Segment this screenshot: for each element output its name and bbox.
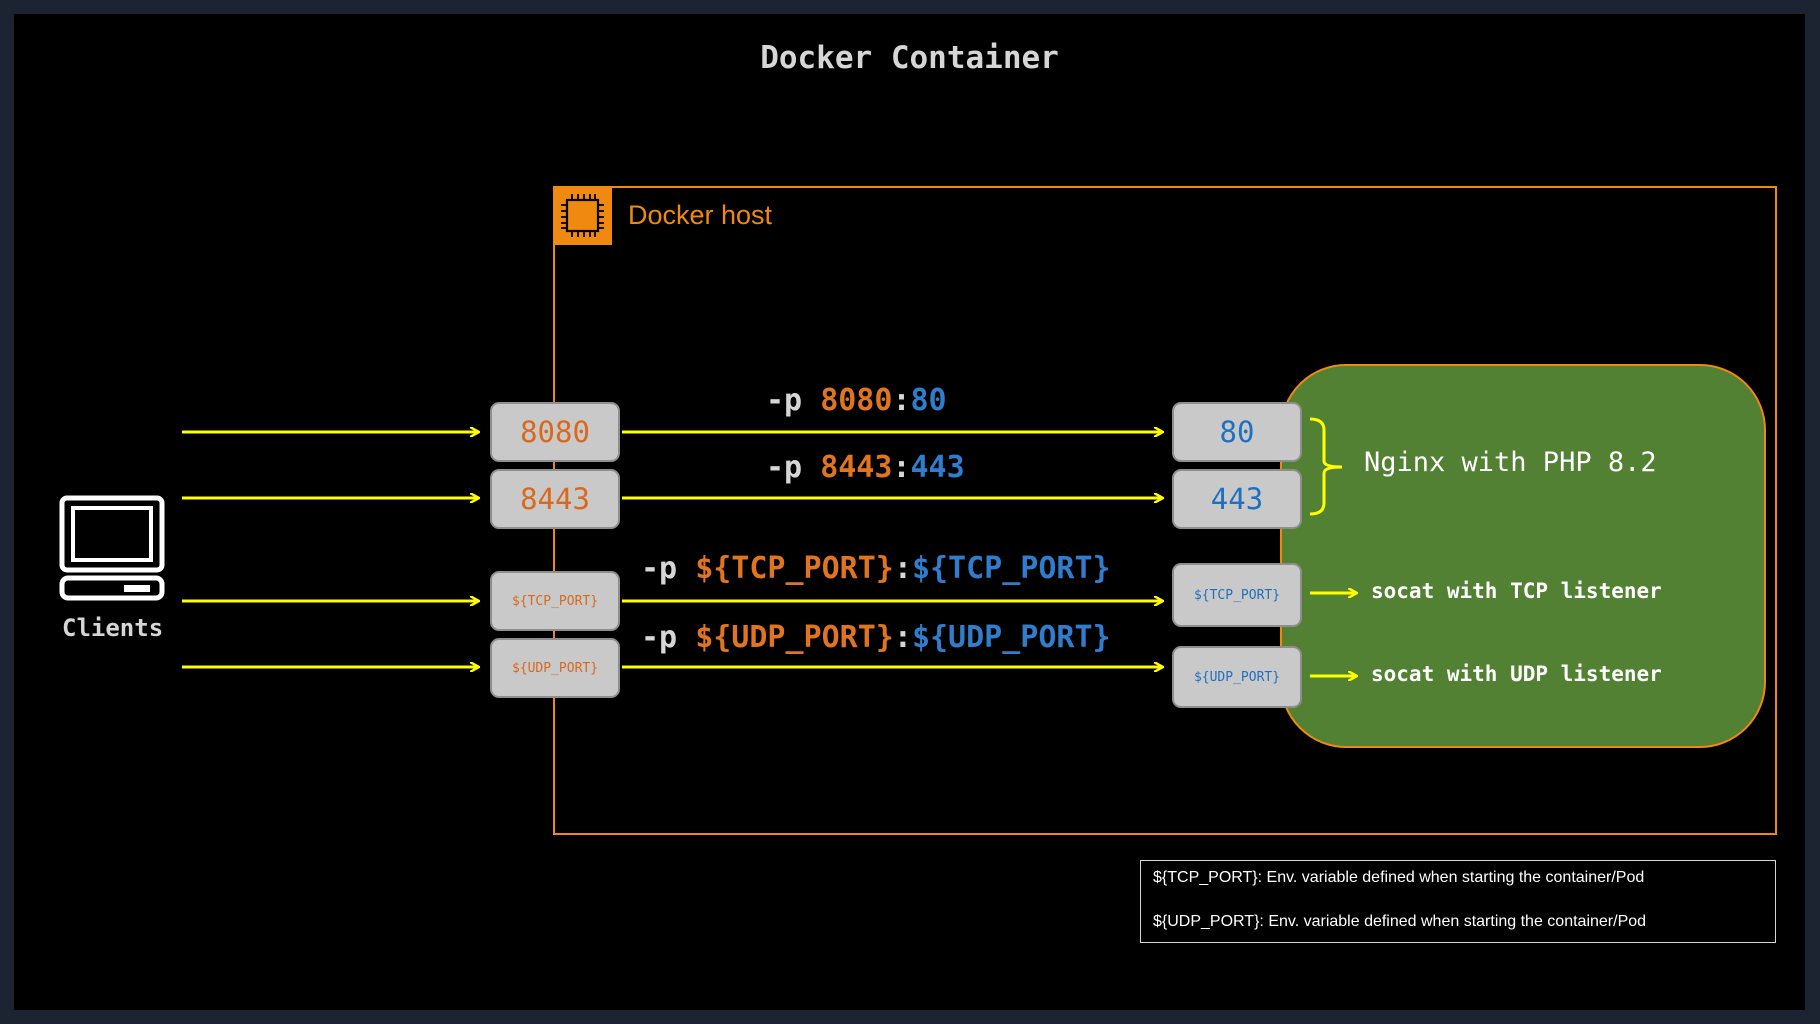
container-area xyxy=(1280,364,1766,748)
nginx-service-label: Nginx with PHP 8.2 xyxy=(1364,447,1657,478)
docker-host-label: Docker host xyxy=(628,200,773,230)
diagram-canvas: Docker Container Docker host Clients xyxy=(14,14,1805,1010)
host-port-8443: 8443 xyxy=(490,469,620,529)
container-port-udp: ${UDP_PORT} xyxy=(1172,646,1302,708)
laptop-icon xyxy=(58,494,170,604)
clients-label: Clients xyxy=(62,614,164,642)
container-port-443: 443 xyxy=(1172,469,1302,529)
container-port-80: 80 xyxy=(1172,402,1302,462)
processor-chip-icon xyxy=(553,186,612,245)
port-mapping-label-udp: -p ${UDP_PORT}:${UDP_PORT} xyxy=(641,620,1111,655)
host-port-tcp: ${TCP_PORT} xyxy=(490,571,620,631)
container-port-tcp: ${TCP_PORT} xyxy=(1172,563,1302,627)
connection-arrows xyxy=(182,417,1805,1010)
port-mapping-label-tcp: -p ${TCP_PORT}:${TCP_PORT} xyxy=(641,551,1111,586)
host-port-udp: ${UDP_PORT} xyxy=(490,638,620,698)
socat-udp-label: socat with UDP listener xyxy=(1371,662,1662,686)
port-mapping-label-8080: -p 8080:80 xyxy=(766,383,947,418)
socat-tcp-label: socat with TCP listener xyxy=(1371,579,1662,603)
legend-udp-note: ${UDP_PORT}: Env. variable defined when … xyxy=(1153,913,1647,930)
port-mapping-label-8443: -p 8443:443 xyxy=(766,450,965,485)
legend-tcp-note: ${TCP_PORT}: Env. variable defined when … xyxy=(1153,869,1645,886)
diagram-title: Docker Container xyxy=(760,40,1059,76)
legend-box: ${TCP_PORT}: Env. variable defined when … xyxy=(1140,860,1776,943)
host-port-8080: 8080 xyxy=(490,402,620,462)
nginx-brace xyxy=(1309,417,1343,516)
